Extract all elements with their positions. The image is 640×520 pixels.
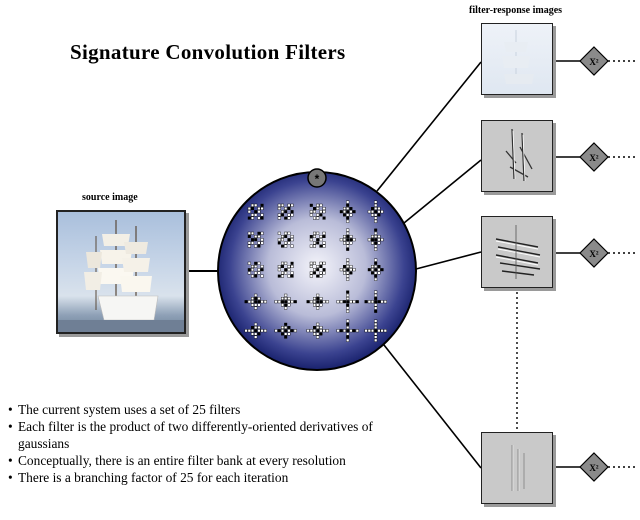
filter-response-label: filter-response images bbox=[469, 5, 563, 16]
filter-kernel bbox=[367, 258, 384, 281]
convolution-symbol: * bbox=[315, 172, 320, 186]
filter-kernel bbox=[309, 231, 326, 248]
filter-kernel bbox=[247, 231, 264, 248]
square-node-3-label: X² bbox=[589, 249, 598, 259]
filter-kernel bbox=[339, 258, 356, 281]
square-node-1: X² bbox=[579, 46, 609, 76]
filter-to-response-1-line bbox=[376, 61, 482, 192]
filter-kernel bbox=[339, 228, 356, 251]
filter-kernel bbox=[244, 293, 267, 310]
filter-kernel bbox=[247, 261, 264, 278]
filter-to-response-4-line bbox=[383, 344, 482, 469]
filter-kernel bbox=[306, 322, 329, 339]
filter-to-response-2-line bbox=[403, 159, 482, 224]
ship-picture bbox=[58, 220, 184, 332]
response-image-2 bbox=[481, 120, 553, 192]
filter-kernel bbox=[367, 200, 384, 223]
filter-kernel bbox=[364, 290, 387, 313]
filter-kernel bbox=[277, 231, 294, 248]
bullet-item: •Conceptually, there is an entire filter… bbox=[8, 453, 346, 468]
bullet-item: •The current system uses a set of 25 fil… bbox=[8, 402, 241, 417]
filter-to-response-3-line bbox=[415, 251, 482, 270]
convolution-node: * bbox=[307, 168, 327, 188]
filter-kernel bbox=[336, 319, 359, 342]
filter-kernel bbox=[274, 322, 297, 339]
filter-kernel bbox=[274, 293, 297, 310]
filter-kernel-grid bbox=[244, 200, 387, 342]
response-image-4 bbox=[481, 432, 553, 504]
source-image-label: source image bbox=[82, 192, 138, 203]
response-image-1 bbox=[481, 23, 553, 95]
square-node-2: X² bbox=[579, 142, 609, 172]
bullet-item: •Each filter is the product of two diffe… bbox=[8, 419, 373, 451]
response-image-3 bbox=[481, 216, 553, 288]
bullet-list: •The current system uses a set of 25 fil… bbox=[8, 401, 388, 486]
filter-kernel bbox=[309, 261, 326, 278]
slide-title: Signature Convolution Filters bbox=[70, 40, 346, 64]
filter-kernel bbox=[244, 322, 267, 339]
square-node-3: X² bbox=[579, 238, 609, 268]
source-image bbox=[56, 210, 186, 334]
filter-kernel bbox=[339, 200, 356, 223]
filter-kernel bbox=[364, 319, 387, 342]
square-node-2-label: X² bbox=[589, 153, 598, 163]
bullet-item: •There is a branching factor of 25 for e… bbox=[8, 470, 289, 485]
filter-kernel bbox=[247, 203, 264, 220]
square-node-1-label: X² bbox=[589, 57, 598, 67]
filter-kernel bbox=[367, 228, 384, 251]
filter-kernel bbox=[277, 261, 294, 278]
filter-kernel bbox=[277, 203, 294, 220]
square-node-4: X² bbox=[579, 452, 609, 482]
filter-kernel bbox=[306, 293, 329, 310]
square-node-4-label: X² bbox=[589, 463, 598, 473]
filter-kernel bbox=[336, 290, 359, 313]
filter-kernel bbox=[309, 203, 326, 220]
